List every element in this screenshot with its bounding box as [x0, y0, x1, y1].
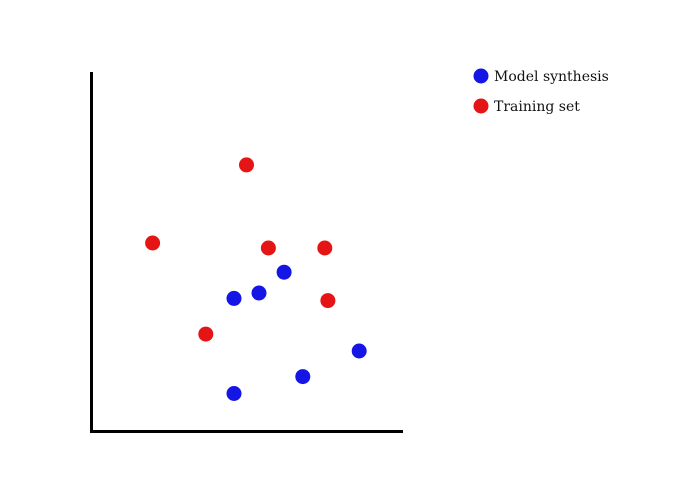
- legend-marker-training-set: [473, 98, 489, 114]
- data-point-training-set-6: [198, 326, 214, 342]
- data-point-training-set-4: [317, 240, 333, 256]
- data-point-model-synthesis-5: [295, 369, 311, 385]
- legend: Model synthesis Training set: [473, 68, 609, 115]
- legend-label-training-set: Training set: [494, 99, 580, 115]
- data-point-training-set-3: [260, 240, 276, 256]
- data-point-training-set-5: [320, 293, 336, 309]
- data-point-training-set-2: [145, 235, 161, 251]
- legend-label-model-synthesis: Model synthesis: [494, 69, 609, 85]
- data-point-model-synthesis-2: [276, 264, 292, 280]
- data-point-model-synthesis-6: [226, 386, 242, 401]
- legend-marker-model-synthesis: [473, 68, 489, 84]
- legend-item-training-set: Training set: [473, 98, 580, 115]
- data-point-model-synthesis-1: [226, 290, 242, 306]
- legend-item-model-synthesis: Model synthesis: [473, 68, 609, 85]
- data-point-model-synthesis-4: [251, 285, 267, 301]
- points-layer: [145, 157, 367, 401]
- data-point-model-synthesis-3: [351, 343, 367, 359]
- data-point-training-set-1: [239, 157, 254, 173]
